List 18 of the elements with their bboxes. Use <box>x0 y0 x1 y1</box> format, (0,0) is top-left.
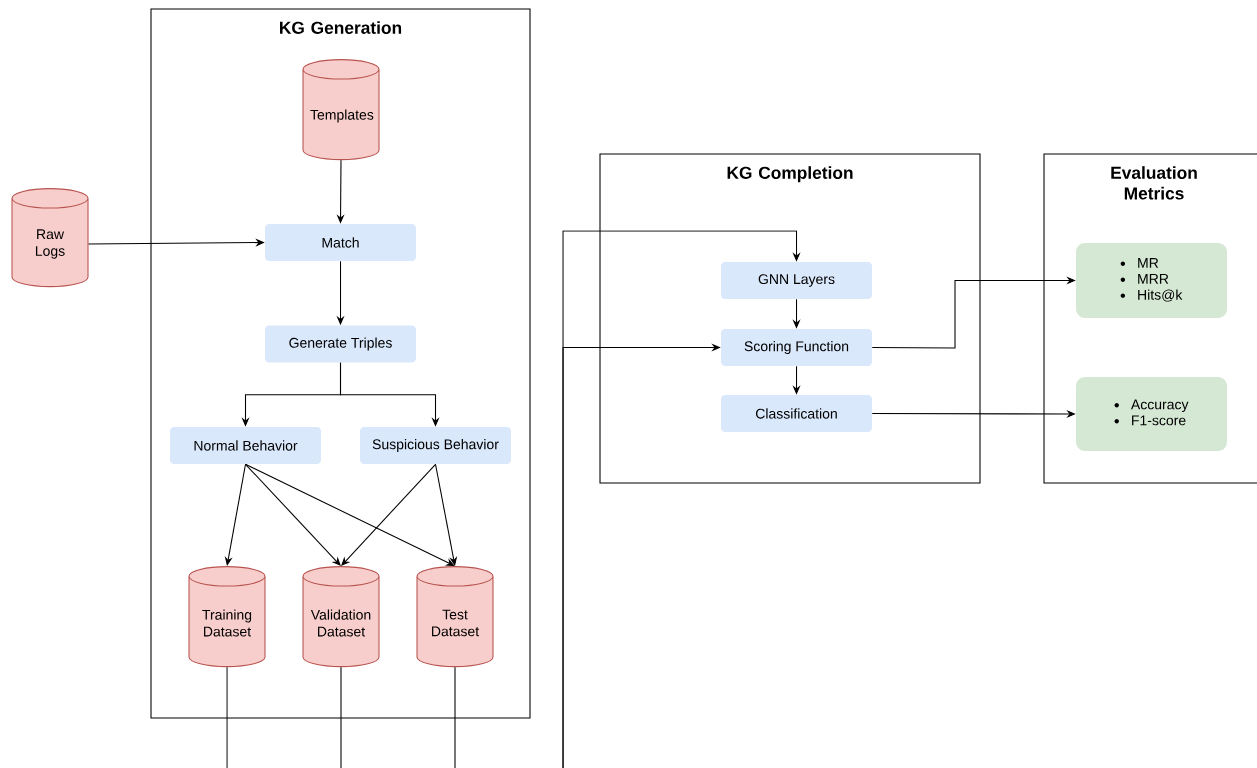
process-box: Suspicious Behavior <box>360 427 511 464</box>
database-cylinder: Validation Dataset <box>302 566 380 668</box>
connector-line <box>454 666 456 768</box>
process-box: Normal Behavior <box>170 427 321 464</box>
process-box: Scoring Function <box>721 329 872 366</box>
process-box: Classification <box>721 395 872 432</box>
arrow <box>244 463 455 567</box>
database-cylinder: Raw Logs <box>11 188 89 288</box>
process-box: Generate Triples <box>265 325 416 363</box>
database-cylinder: Test Dataset <box>416 566 494 668</box>
process-box: Match <box>265 224 416 261</box>
metrics-box: MR MRR Hits@k <box>1076 243 1227 318</box>
process-box: GNN Layers <box>721 262 872 299</box>
database-cylinder: Training Dataset <box>188 566 266 668</box>
connector-line <box>340 666 342 768</box>
connector-line <box>226 666 228 768</box>
database-cylinder: Templates <box>302 59 380 161</box>
metrics-box: Accuracy F1-score <box>1076 377 1227 451</box>
